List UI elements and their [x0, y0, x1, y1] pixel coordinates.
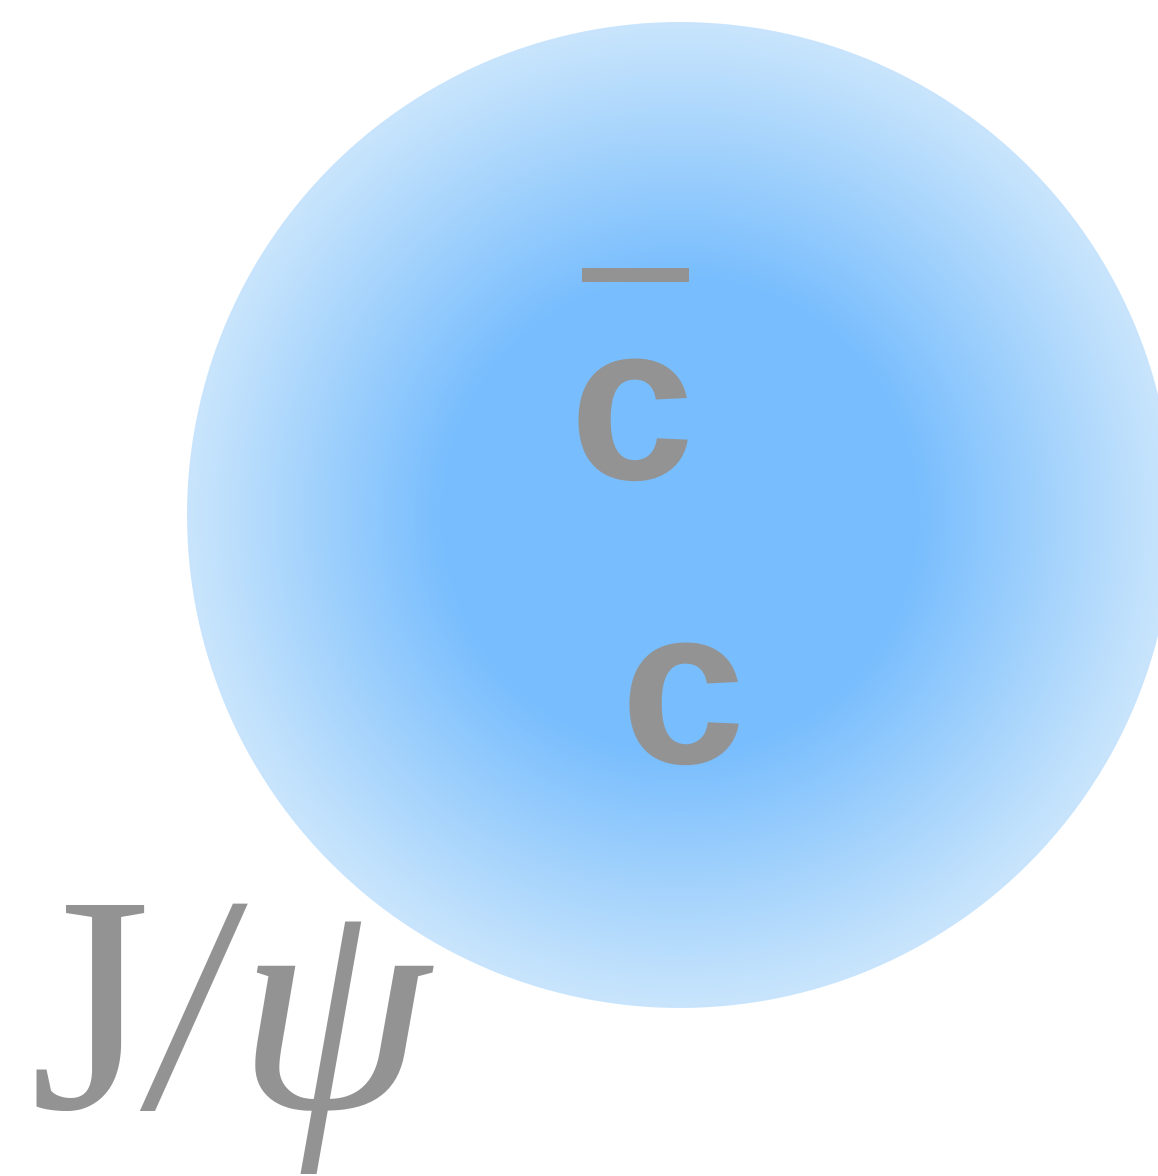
wavefunction-cloud: [187, 22, 1158, 1008]
particle-name-j: J: [30, 833, 151, 1176]
particle-name-slash: /: [132, 833, 255, 1176]
antiquark-label: c: [569, 277, 695, 527]
antiquark-overbar: [582, 268, 689, 282]
particle-name-psi: ψ: [236, 833, 430, 1176]
quark-label: c: [620, 561, 746, 811]
particle-name: J/ψ: [30, 833, 430, 1176]
